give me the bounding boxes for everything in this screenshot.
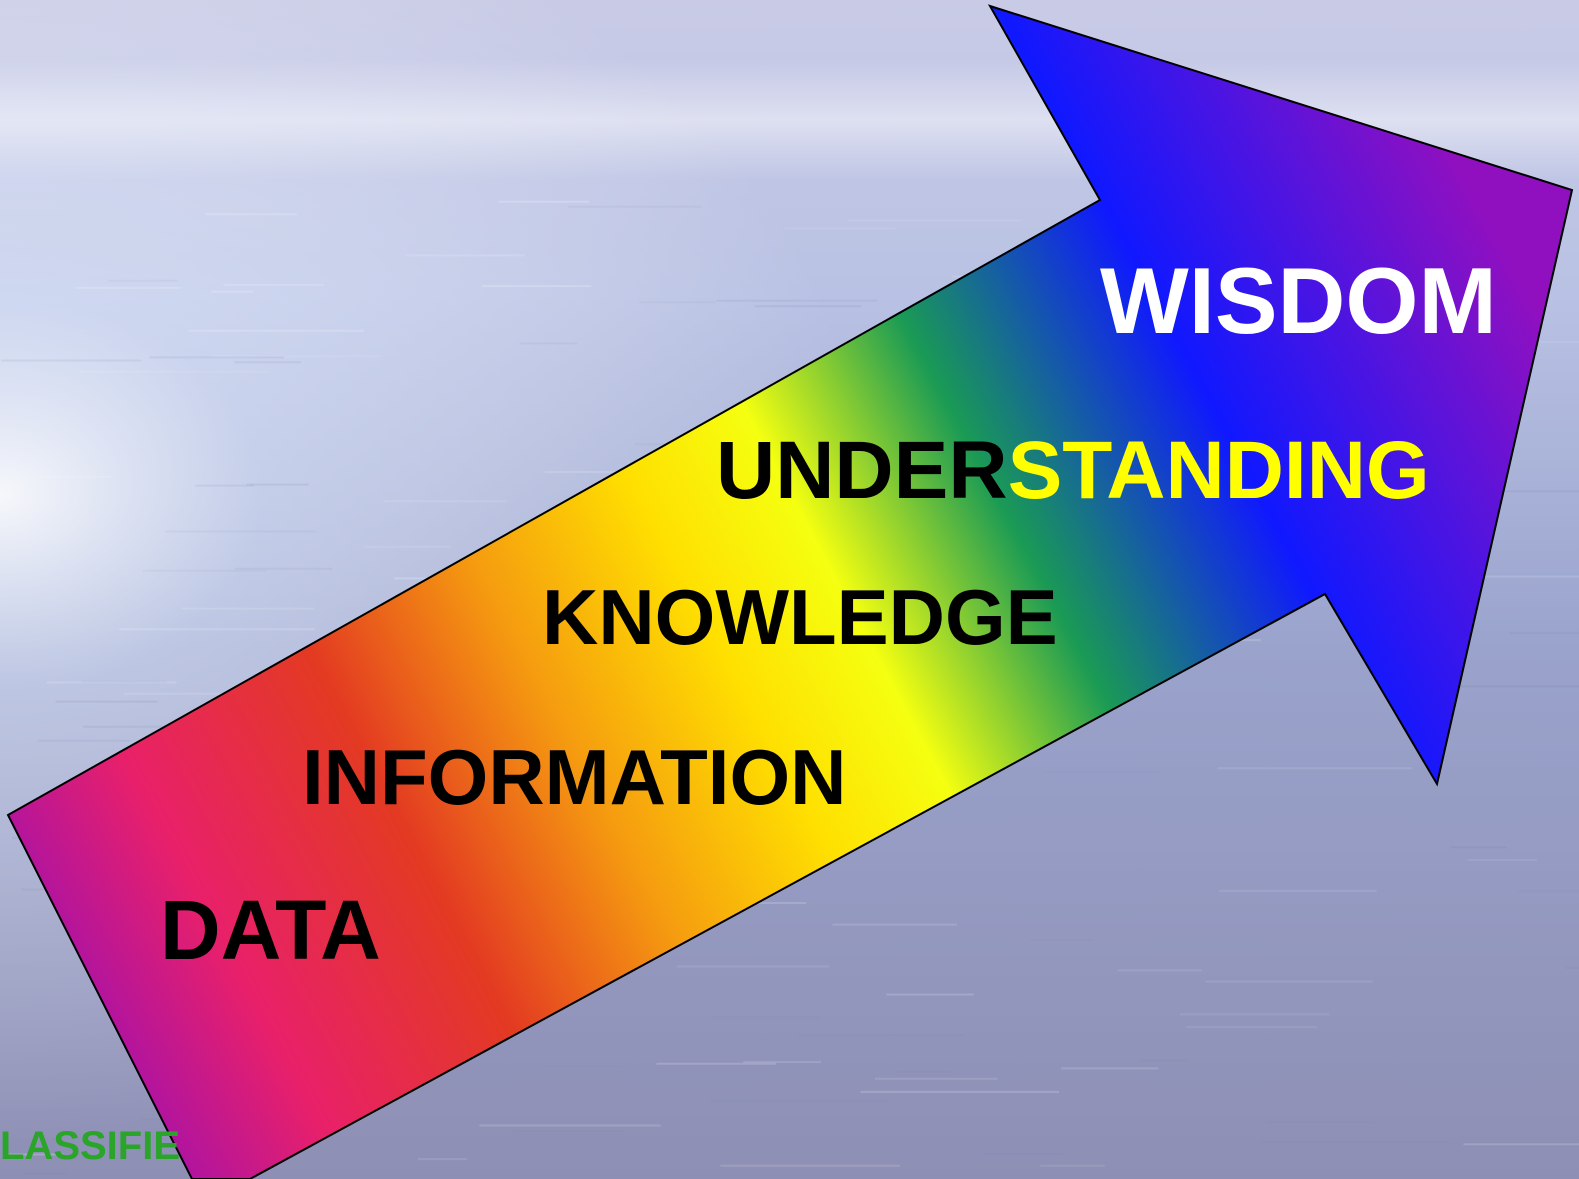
stage-label-knowledge: KNOWLEDGE [542, 573, 1058, 661]
classification-footer: LASSIFIE [0, 1124, 181, 1168]
stage-label-data: DATA [160, 883, 381, 977]
stage-label-understanding: UNDERSTANDING [716, 430, 1430, 512]
rainbow-arrow [6, 4, 1574, 1179]
stage-label-information: INFORMATION [302, 733, 847, 821]
stage-label-wisdom: WISDOM [1100, 248, 1497, 353]
understanding-prefix: UNDER [716, 425, 1008, 516]
understanding-suffix: STANDING [1007, 425, 1430, 516]
